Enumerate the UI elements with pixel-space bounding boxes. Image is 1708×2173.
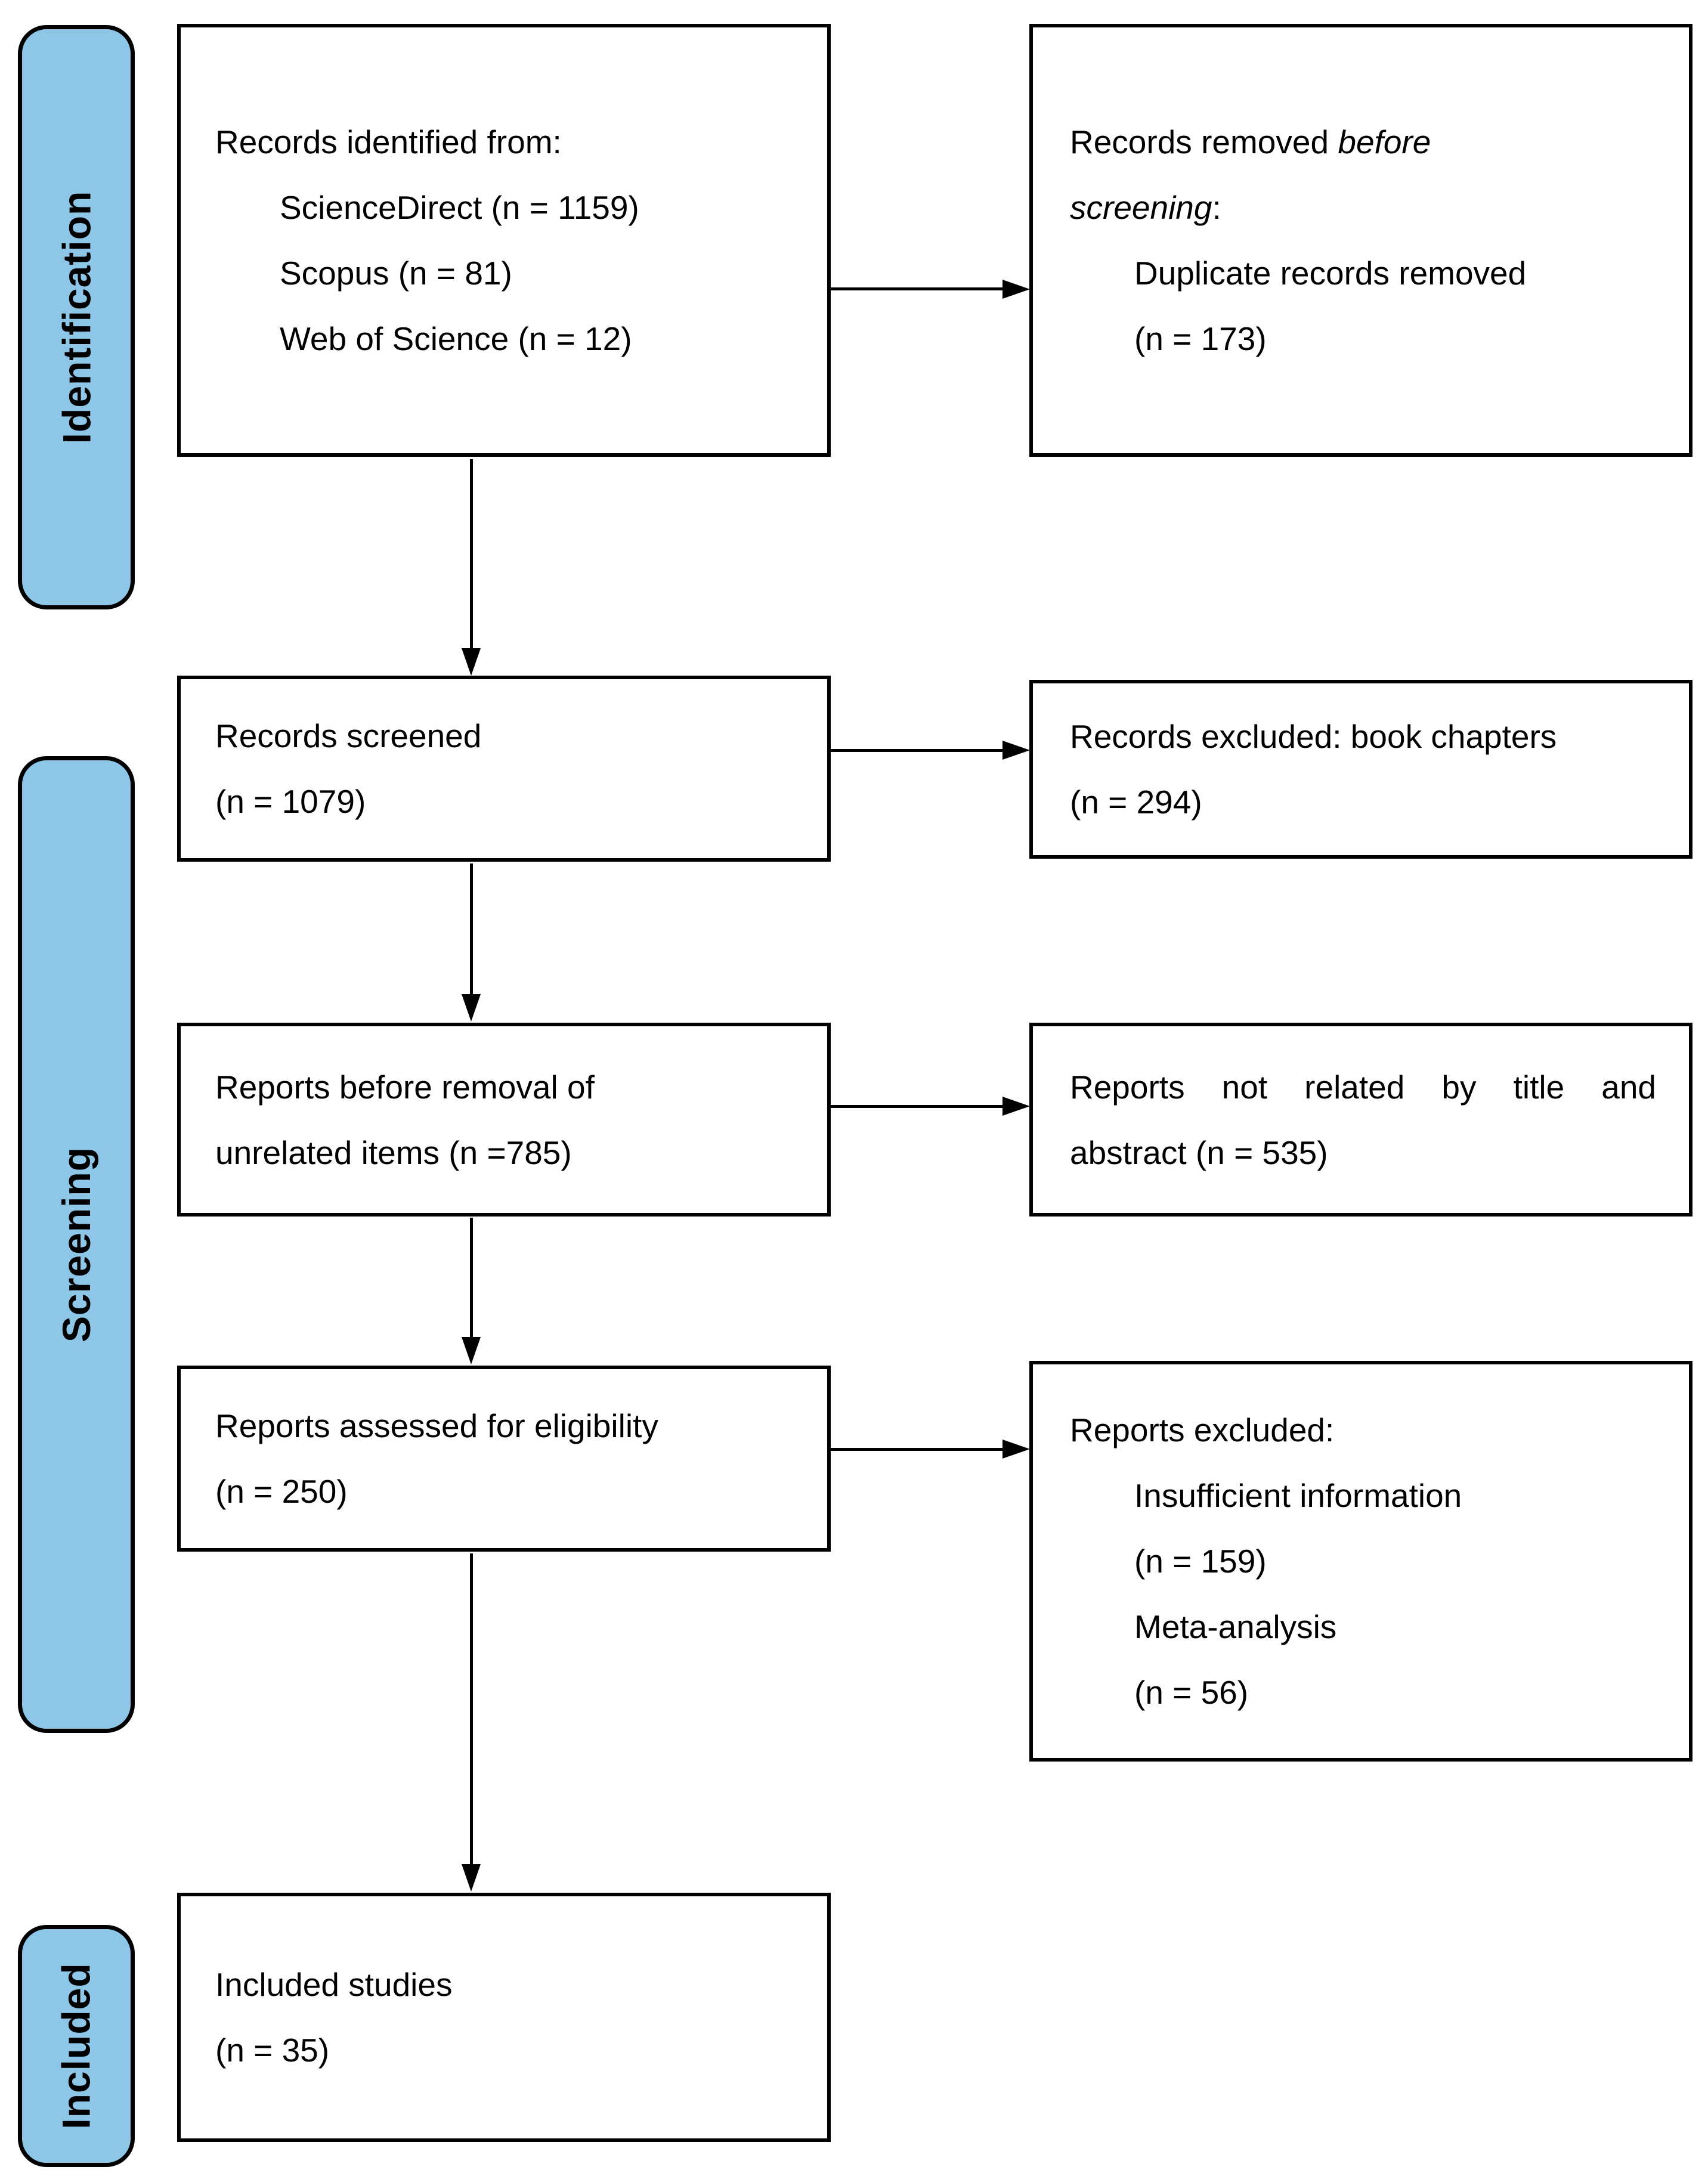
box-text-line: (n = 294) xyxy=(1070,784,1202,821)
box-text-line: Reports assessed for eligibility xyxy=(215,1407,658,1444)
box-reports-assessed: Reports assessed for eligibility (n = 25… xyxy=(177,1366,831,1552)
box-text-line: unrelated items (n =785) xyxy=(215,1134,572,1171)
box-records-excluded: Records excluded: book chapters (n = 294… xyxy=(1029,680,1692,859)
stage-box-included: Included xyxy=(18,1925,135,2167)
box-text-line: Duplicate records removed xyxy=(1134,255,1527,292)
arrow-line xyxy=(831,749,1002,752)
box-text-line: abstract (n = 535) xyxy=(1070,1134,1328,1171)
box-reports-excluded: Reports excluded: Insufficient informati… xyxy=(1029,1361,1692,1762)
box-text-line: Reports not related by title and xyxy=(1070,1068,1656,1106)
box-text-line: (n = 159) xyxy=(1134,1543,1267,1580)
arrow-right-icon xyxy=(1002,741,1030,760)
box-text-line: (n = 56) xyxy=(1134,1674,1249,1711)
text-segment: : xyxy=(1212,189,1221,226)
box-text-line: Records removed before xyxy=(1070,109,1671,175)
box-text-line: (n = 173) xyxy=(1134,320,1267,357)
arrow-down-icon xyxy=(462,1864,481,1892)
stage-box-screening: Screening xyxy=(18,756,135,1733)
arrow-down-icon xyxy=(462,994,481,1022)
stage-box-identification: Identification xyxy=(18,25,135,609)
stage-label-included: Included xyxy=(54,1962,99,2129)
box-text-line: Included studies xyxy=(215,1966,453,2003)
box-records-removed-before-screening: Records removed before screening: Duplic… xyxy=(1029,24,1692,457)
arrow-line xyxy=(831,1448,1002,1451)
box-text-line: (n = 250) xyxy=(215,1473,348,1510)
box-text-line: (n = 35) xyxy=(215,2032,330,2069)
box-reports-not-related: Reports not related by title and abstrac… xyxy=(1029,1023,1692,1216)
arrow-down-icon xyxy=(462,648,481,676)
arrow-line xyxy=(470,1218,473,1337)
box-text-line: Insufficient information xyxy=(1134,1477,1462,1514)
arrow-down-icon xyxy=(462,1337,481,1364)
box-text-line: Scopus (n = 81) xyxy=(280,255,512,292)
arrow-right-icon xyxy=(1002,1440,1030,1459)
box-reports-before-removal: Reports before removal of unrelated item… xyxy=(177,1023,831,1216)
arrow-line xyxy=(470,863,473,994)
box-included-studies: Included studies (n = 35) xyxy=(177,1893,831,2142)
box-text-line: ScienceDirect (n = 1159) xyxy=(280,189,639,226)
box-records-screened: Records screened (n = 1079) xyxy=(177,676,831,862)
box-text-line: (n = 1079) xyxy=(215,783,366,820)
arrow-line xyxy=(831,1105,1002,1108)
italic-text-segment: screening xyxy=(1070,189,1212,226)
arrow-right-icon xyxy=(1002,280,1030,299)
box-records-identified: Records identified from: ScienceDirect (… xyxy=(177,24,831,457)
box-text-line: screening: xyxy=(1070,175,1671,240)
box-text-line: Records screened xyxy=(215,717,482,754)
arrow-line xyxy=(470,1553,473,1864)
box-text-line: Reports before removal of xyxy=(215,1068,595,1106)
stage-label-screening: Screening xyxy=(54,1146,99,1343)
arrow-line xyxy=(470,459,473,648)
box-text-line: Records excluded: book chapters xyxy=(1070,718,1557,755)
arrow-right-icon xyxy=(1002,1097,1030,1116)
box-text-line: Meta-analysis xyxy=(1134,1608,1337,1645)
box-text-line: Web of Science (n = 12) xyxy=(280,320,632,357)
box-text-line: Reports excluded: xyxy=(1070,1411,1335,1448)
text-segment: Records removed xyxy=(1070,123,1338,160)
italic-text-segment: before xyxy=(1338,123,1431,160)
box-text-line: Records identified from: xyxy=(215,123,562,160)
stage-label-identification: Identification xyxy=(54,190,99,444)
arrow-line xyxy=(831,287,1002,290)
